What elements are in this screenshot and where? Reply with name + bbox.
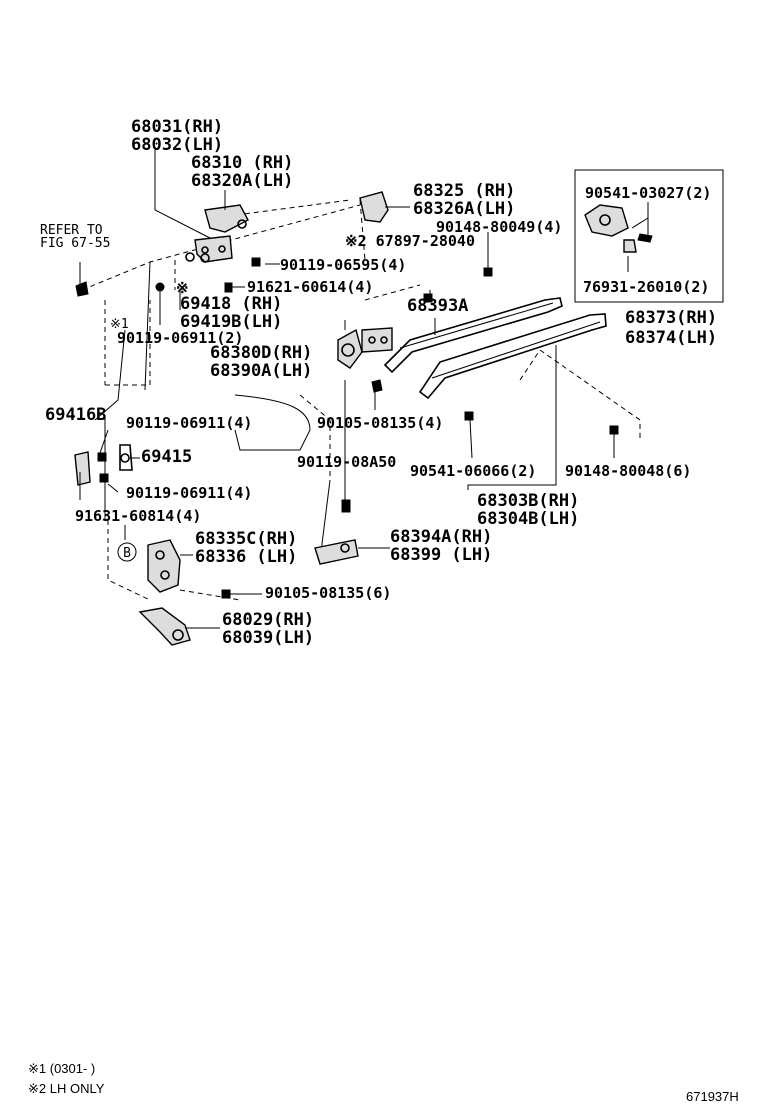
label-90541-03027: 90541-03027(2)	[585, 184, 711, 202]
part-labels: 68031(RH) 68032(LH) 68310 (RH) 68320A(LH…	[40, 117, 717, 648]
label-68325: 68325 (RH)	[413, 181, 515, 201]
diagram-id: 671937H	[686, 1089, 739, 1104]
latch-68325	[359, 191, 389, 223]
upper-hinge-bracket	[194, 204, 249, 263]
refer-fig-text: FIG 67-55	[40, 236, 110, 251]
label-68326a: 68326A(LH)	[413, 199, 515, 219]
label-mark1: ※1	[110, 317, 129, 332]
label-91631: 91631-60814(4)	[75, 507, 201, 525]
label-90119-06911-4b: 90119-06911(4)	[126, 484, 252, 502]
label-69418: 69418 (RH)	[180, 294, 282, 314]
label-90119-08a50: 90119-08A50	[297, 453, 396, 471]
label-91621: 91621-60614(4)	[247, 278, 373, 296]
label-90119-06911-2: 90119-06911(2)	[117, 329, 243, 347]
footnote-2: ※2 LH ONLY	[28, 1081, 105, 1096]
footnote-1: ※1 (0301- )	[28, 1061, 95, 1076]
label-69419b: 69419B(LH)	[180, 312, 282, 332]
lower-roller	[314, 539, 359, 565]
label-68032: 68032(LH)	[131, 135, 223, 155]
label-69415: 69415	[141, 447, 192, 467]
circle-b-letter: B	[123, 546, 131, 561]
refer-to-text: REFER TO	[40, 223, 103, 238]
label-68310: 68310 (RH)	[191, 153, 293, 173]
label-68029: 68029(RH)	[222, 610, 314, 630]
label-68390a: 68390A(LH)	[210, 361, 312, 381]
label-90541-06066: 90541-06066(2)	[410, 462, 536, 480]
label-68335c: 68335C(RH)	[195, 529, 297, 549]
label-68373: 68373(RH)	[625, 308, 717, 328]
lower-hinge	[147, 539, 181, 593]
label-90105-08135-4: 90105-08135(4)	[317, 414, 443, 432]
label-68374: 68374(LH)	[625, 328, 717, 348]
label-68320a: 68320A(LH)	[191, 171, 293, 191]
label-69416b: 69416B	[45, 405, 106, 425]
label-68399: 68399 (LH)	[390, 545, 492, 565]
label-90148-80049: 90148-80049(4)	[436, 218, 562, 236]
label-90119-06595: 90119-06595(4)	[280, 256, 406, 274]
cover-cap-group	[574, 169, 724, 303]
label-mark-small: ※	[176, 279, 189, 297]
label-90119-06911-4a: 90119-06911(4)	[126, 414, 252, 432]
label-68303b: 68303B(RH)	[477, 491, 579, 511]
rails	[383, 297, 607, 400]
label-68039: 68039(LH)	[222, 628, 314, 648]
leader-lines	[79, 150, 649, 629]
label-68031: 68031(RH)	[131, 117, 223, 137]
circle-b-marker	[117, 542, 137, 562]
label-90148-80048: 90148-80048(6)	[565, 462, 691, 480]
label-67897: ※2 67897-28040	[345, 232, 475, 250]
label-68394a: 68394A(RH)	[390, 527, 492, 547]
label-68380d: 68380D(RH)	[210, 343, 312, 363]
label-68336: 68336 (LH)	[195, 547, 297, 567]
lower-arm	[138, 607, 191, 646]
label-68304b: 68304B(LH)	[477, 509, 579, 529]
stopper-parts	[74, 252, 210, 486]
center-roller-hinge	[337, 327, 393, 369]
label-76931: 76931-26010(2)	[583, 278, 709, 296]
label-68393a: 68393A	[407, 296, 468, 316]
label-90105-08135-6: 90105-08135(6)	[265, 584, 391, 602]
